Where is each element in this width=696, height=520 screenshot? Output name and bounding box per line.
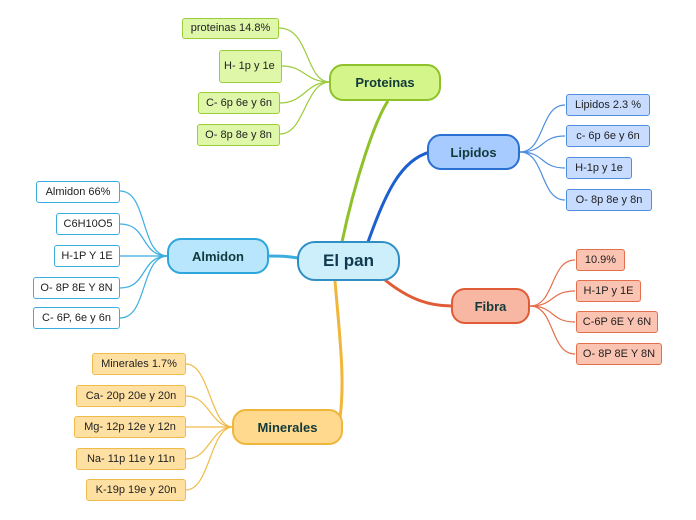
leaf-lipidos-2[interactable]: c- 6p 6e y 6n (566, 125, 650, 147)
leaf-minerales-3[interactable]: Mg- 12p 12e y 12n (74, 416, 186, 438)
link-proteinas (340, 100, 390, 243)
link-minerales (333, 280, 344, 419)
branch-minerales[interactable]: Minerales (232, 409, 343, 445)
leaf-minerales-1[interactable]: Minerales 1.7% (92, 353, 186, 375)
leaf-fibra-1[interactable]: 10.9% (576, 249, 625, 271)
proteinas-leaf-links (278, 27, 331, 135)
leaf-fibra-3[interactable]: C-6P 6E Y 6N (576, 311, 658, 333)
branch-fibra[interactable]: Fibra (451, 288, 530, 324)
leaf-almidon-4[interactable]: O- 8P 8E Y 8N (33, 277, 120, 299)
leaf-fibra-4[interactable]: O- 8P 8E Y 8N (576, 343, 662, 365)
leaf-lipidos-3[interactable]: H-1p y 1e (566, 157, 632, 179)
leaf-almidon-5[interactable]: C- 6P, 6e y 6n (33, 307, 120, 329)
link-lipidos (366, 150, 431, 243)
minerales-leaf-links (185, 363, 234, 491)
leaf-proteinas-4[interactable]: O- 8p 8e y 8n (197, 124, 280, 146)
center-node[interactable]: El pan (297, 241, 400, 281)
almidon-leaf-links (119, 190, 169, 319)
leaf-minerales-5[interactable]: K-19p 19e y 20n (86, 479, 186, 501)
leaf-almidon-2[interactable]: C6H10O5 (56, 213, 120, 235)
leaf-proteinas-1[interactable]: proteinas 14.8% (182, 18, 279, 39)
leaf-fibra-2[interactable]: H-1P y 1E (576, 280, 641, 302)
leaf-proteinas-3[interactable]: C- 6p 6e y 6n (198, 92, 280, 114)
leaf-minerales-4[interactable]: Na- 11p 11e y 11n (76, 448, 186, 470)
leaf-proteinas-2[interactable]: H- 1p y 1e (219, 50, 282, 83)
leaf-minerales-2[interactable]: Ca- 20p 20e y 20n (76, 385, 186, 407)
fibra-leaf-links (529, 259, 576, 355)
link-fibra (384, 278, 453, 308)
leaf-lipidos-4[interactable]: O- 8p 8e y 8n (566, 189, 652, 211)
leaf-almidon-1[interactable]: Almidon 66% (36, 181, 120, 203)
branch-proteinas[interactable]: Proteinas (329, 64, 441, 101)
leaf-almidon-3[interactable]: H-1P Y 1E (54, 245, 120, 267)
leaf-lipidos-1[interactable]: Lipidos 2.3 % (566, 94, 650, 116)
link-almidon (267, 254, 299, 260)
branch-almidon[interactable]: Almidon (167, 238, 269, 274)
lipidos-leaf-links (519, 104, 566, 201)
branch-lipidos[interactable]: Lipidos (427, 134, 520, 170)
